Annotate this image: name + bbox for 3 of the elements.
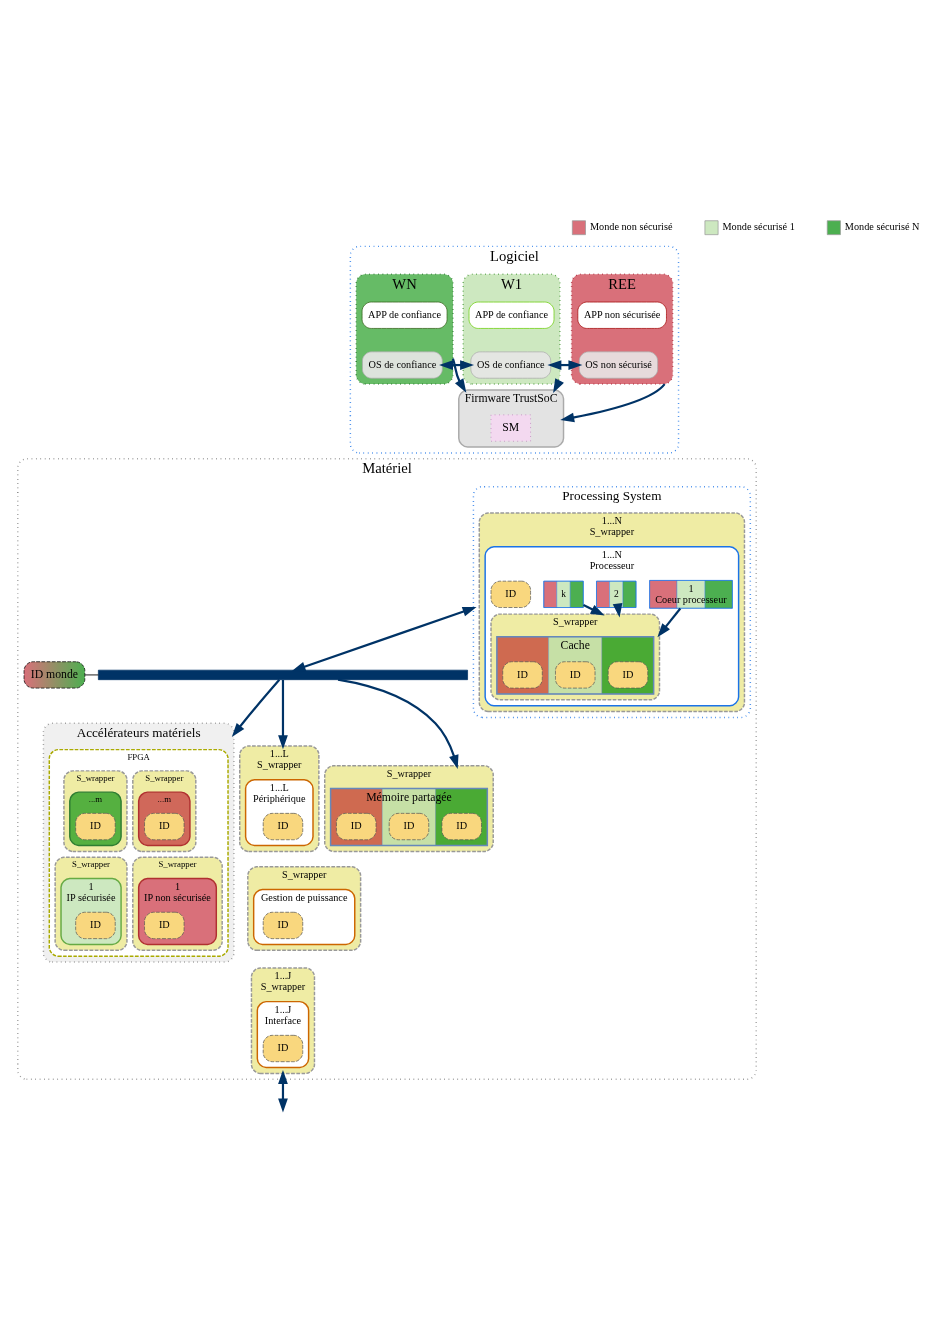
legend-label: Monde sécurisé N [844, 220, 919, 232]
legend-label: Monde non sécurisé [589, 220, 672, 232]
legend-label: Monde sécurisé 1 [721, 220, 795, 232]
